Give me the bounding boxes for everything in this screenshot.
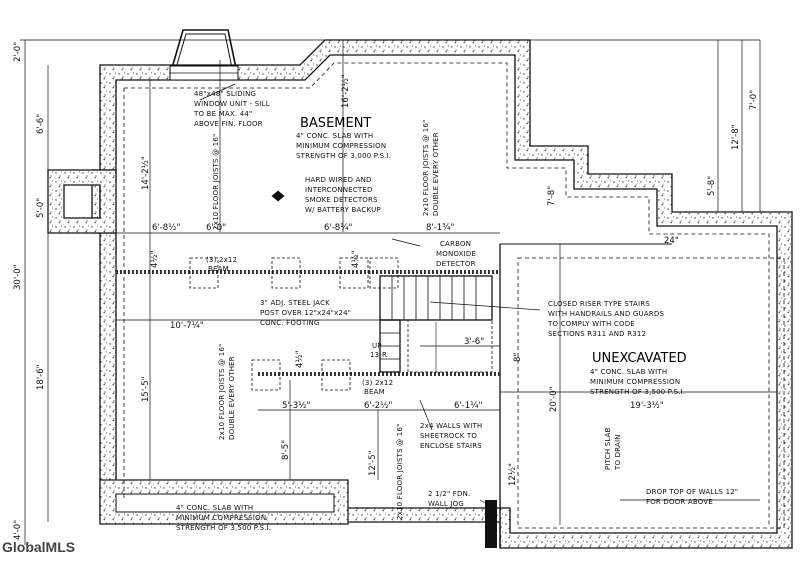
- co-note-1: CARBON: [440, 240, 471, 248]
- up-label: UP: [372, 342, 382, 350]
- dim-left-5: 18'-6": [36, 364, 46, 390]
- beam-bottom-2: BEAM: [364, 388, 385, 396]
- bottom-slab-line2: MINIMUM COMPRESSION: [176, 514, 266, 522]
- dim-v-10: 8": [513, 353, 523, 362]
- co-note-2: MONOXIDE: [436, 250, 476, 258]
- dim-h-4: 8'-1¾": [426, 223, 454, 233]
- window-note-2: WINDOW UNIT - SILL: [194, 100, 270, 108]
- co-note-3: DETECTOR: [436, 260, 476, 268]
- basement-slab-line1: 4" CONC. SLAB WITH: [296, 132, 373, 140]
- smoke-note-4: W/ BATTERY BACKUP: [305, 206, 381, 214]
- watermark: GlobalMLS: [2, 539, 76, 555]
- joists-upper-right-1: 2x10 FLOOR JOISTS @ 16": [422, 120, 430, 217]
- unexcavated-title: UNEXCAVATED: [592, 351, 687, 366]
- walls-note-1: 2x4 WALLS WITH: [420, 422, 482, 430]
- basement-slab-line2: MINIMUM COMPRESSION: [296, 142, 386, 150]
- dim-left-1: 2'-0": [13, 42, 23, 62]
- smoke-note-3: SMOKE DETECTORS: [305, 196, 378, 204]
- dim-v-6: 12'-5": [368, 450, 378, 476]
- dim-h-5: 10'-7¼": [170, 321, 204, 331]
- beams: [116, 257, 500, 391]
- dim-h-3: 6'-8¼": [324, 223, 352, 233]
- walls-note-3: ENCLOSE STAIRS: [420, 442, 482, 450]
- dim-v-11: 12½": [508, 463, 518, 486]
- jack-note-2: POST OVER 12"x24"x24": [260, 309, 351, 317]
- unexcavated-slab-line2: MINIMUM COMPRESSION: [590, 378, 680, 386]
- joists-lower-left-1: 2x10 FLOOR JOISTS @ 16": [218, 344, 226, 441]
- plan-text: BASEMENT 4" CONC. SLAB WITH MINIMUM COMP…: [13, 42, 759, 540]
- joists-upper-left-1: 2x10 FLOOR JOISTS @ 16": [212, 134, 220, 231]
- dim-right-1: 7'-0": [749, 90, 759, 110]
- bottom-slab-line1: 4" CONC. SLAB WITH: [176, 504, 253, 512]
- dim-v-4: 15'-5": [141, 376, 151, 402]
- dim-h-6: 3'-6": [464, 337, 484, 347]
- smoke-note-1: HARD WIRED AND: [305, 176, 372, 184]
- stairs: [379, 275, 493, 373]
- dim-h-10: 19'-3½": [630, 401, 664, 411]
- jog-note-1: 2 1/2" FDN.: [428, 490, 470, 498]
- drop-note-2: FOR DOOR ABOVE: [646, 498, 713, 506]
- dim-v-7: 4½": [150, 250, 160, 268]
- smoke-note-2: INTERCONNECTED: [305, 186, 373, 194]
- jack-note-1: 3" ADJ. STEEL JACK: [260, 299, 330, 307]
- dim-left-6: 4'-0": [13, 520, 23, 540]
- beam-top-2: BEAM: [208, 265, 229, 273]
- pitch-note-2: TO DRAIN: [614, 434, 622, 471]
- beam-bottom-1: (3) 2x12: [362, 379, 393, 387]
- dim-right-3: 5'-8": [707, 176, 717, 196]
- dim-h-8: 6'-2½": [364, 401, 392, 411]
- dim-v-5: 8'-5": [281, 440, 291, 460]
- risers-label: 13-R: [370, 351, 387, 359]
- joists-upper-right-2: DOUBLE EVERY OTHER: [432, 132, 440, 216]
- unexcavated-slab-line3: STRENGTH OF 3,500 P.S.I.: [590, 388, 685, 396]
- stairs-note-4: SECTIONS R311 AND R312: [548, 330, 646, 338]
- dim-h-7: 5'-3½": [282, 401, 310, 411]
- joists-lower-left-2: DOUBLE EVERY OTHER: [228, 356, 236, 440]
- dim-v-8: 4½": [351, 250, 361, 268]
- dim-v-1: 16'-2½": [341, 74, 351, 108]
- stairs-note-3: TO COMPLY WITH CODE: [547, 320, 635, 328]
- pitch-note-1: PITCH SLAB: [604, 427, 612, 470]
- window-note-3: TO BE MAX. 44": [193, 110, 252, 118]
- bottom-slab-line3: STRENGTH OF 3,500 P.S.I.: [176, 524, 271, 532]
- foundation-walls: [47, 39, 793, 549]
- joists-lower-mid: 2x10 FLOOR JOISTS @ 16": [396, 424, 404, 521]
- dim-right-2: 12'-8": [731, 124, 741, 150]
- dim-v-9: 4½": [295, 350, 305, 368]
- dim-right-4: 20'-0": [549, 386, 559, 412]
- window-note-1: 48"x48" SLIDING: [194, 90, 256, 98]
- dimension-lines: [20, 39, 777, 545]
- unexcavated-slab-line1: 4" CONC. SLAB WITH: [590, 368, 667, 376]
- dim-v-3: 7'-8": [547, 186, 557, 206]
- dim-h-1: 6'-8½": [152, 223, 180, 233]
- basement-title: BASEMENT: [300, 116, 371, 131]
- dim-left-3: 5'-0": [36, 198, 46, 218]
- dim-left-4: 30'-0": [13, 264, 23, 290]
- dim-v-2: 14'-2½": [141, 156, 151, 190]
- stairs-note-1: CLOSED RISER TYPE STAIRS: [548, 300, 650, 308]
- beam-top-1: (3) 2x12: [206, 256, 237, 264]
- jack-note-3: CONC. FOOTING: [260, 319, 320, 327]
- walls-note-2: SHEETROCK TO: [420, 432, 477, 440]
- window-unit: [169, 29, 239, 81]
- leader-lines: [199, 83, 760, 511]
- dim-h-2: 6'-0": [206, 223, 226, 233]
- drop-note-1: DROP TOP OF WALLS 12": [646, 488, 738, 496]
- jog-note-2: WALL JOG: [428, 500, 464, 508]
- stairs-note-2: WITH HANDRAILS AND GUARDS: [548, 310, 664, 318]
- dim-left-2: 6'-6": [36, 114, 46, 134]
- window-note-4: ABOVE FIN. FLOOR: [194, 120, 263, 128]
- basement-slab-line3: STRENGTH OF 3,000 P.S.I.: [296, 152, 391, 160]
- dim-v-12: 24": [664, 236, 679, 246]
- dim-h-9: 6'-1¼": [454, 401, 482, 411]
